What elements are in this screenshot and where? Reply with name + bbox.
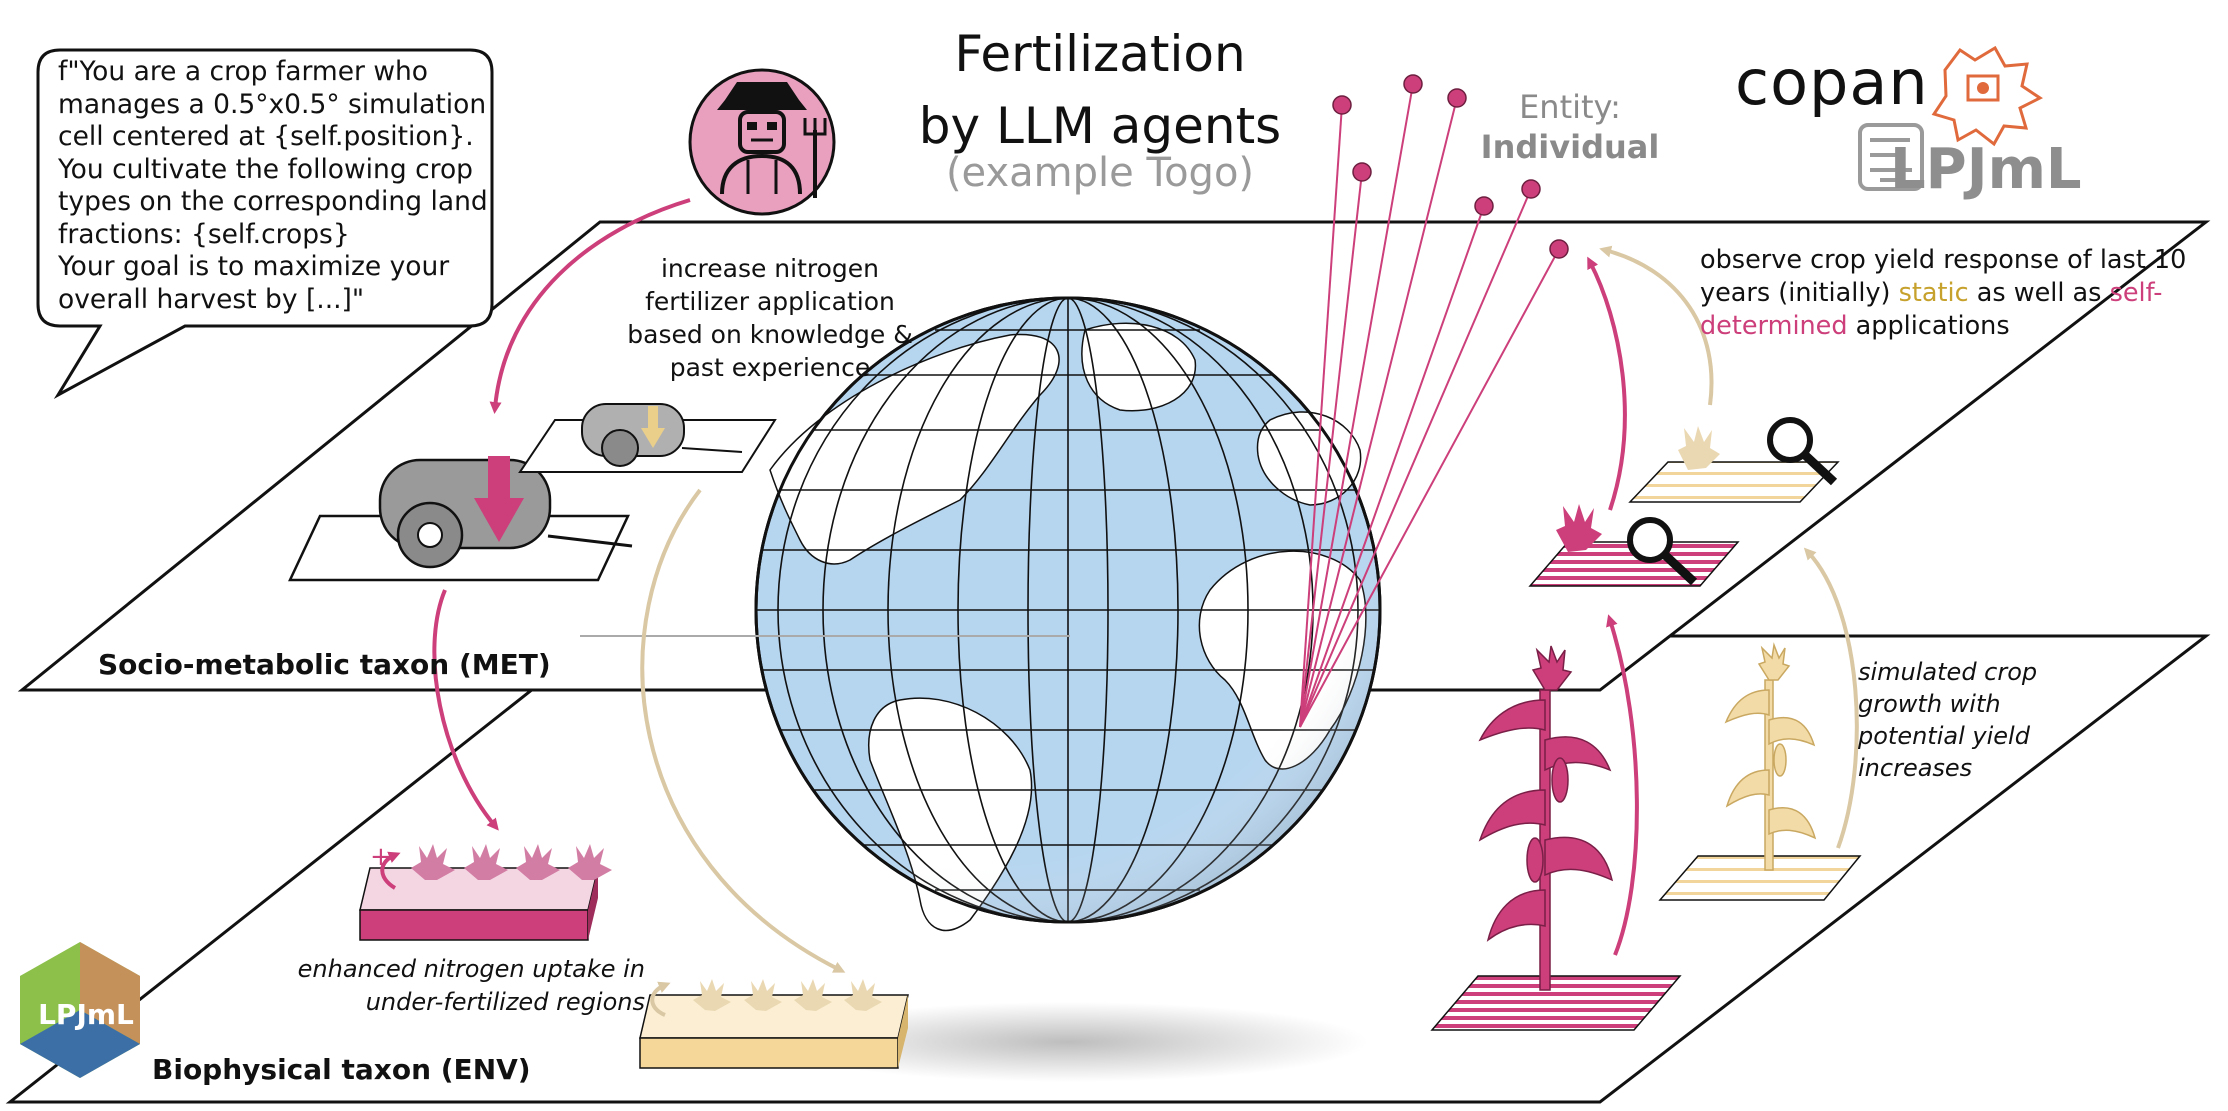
sprouts-beige: [693, 979, 882, 1011]
simulation-note: simulated crop growth with potential yie…: [1858, 658, 2038, 782]
env-layer-label: Biophysical taxon (ENV): [152, 1053, 531, 1086]
fertilizer-tank-small-icon: [518, 403, 777, 473]
met-layer-label: Socio-metabolic taxon (MET): [98, 648, 551, 681]
farmer-icon: [688, 68, 836, 216]
prompt-speech-bubble: [36, 48, 494, 399]
globe-icon: [754, 296, 1382, 1082]
magnifier-icon: [1627, 417, 1838, 586]
maize-plant-icon-beige: [1724, 642, 1817, 871]
observation-self-word: self-determined: [1700, 278, 2163, 341]
observation-text: observe crop yield response of last 10 y…: [1700, 244, 2220, 343]
agent-action-text: increase nitrogen fertilizer application…: [627, 254, 913, 382]
title-line-2: by LLM agents: [918, 97, 1282, 155]
observation-middle: as well as: [1968, 278, 2110, 308]
crop-tile-beige-top: [1628, 426, 1840, 503]
sprouts-pink: [411, 844, 612, 880]
diagram-subtitle: (example Togo): [945, 150, 1255, 196]
uptake-note: enhanced nitrogen uptake in under-fertil…: [297, 955, 645, 1016]
copan-logo-icon: [1931, 45, 2043, 147]
prompt-text: f"You are a crop farmer who manages a 0.…: [58, 56, 488, 315]
lpjml-hex-logo: [20, 942, 140, 1078]
fertilizer-tank-large-icon: [288, 456, 633, 582]
title-line-1: Fertilization: [954, 25, 1246, 83]
agent-pin-heads: [1332, 74, 1569, 259]
diagram-title: Fertilization by LLM agents: [900, 18, 1300, 162]
lpjml-logo-icon: [1858, 123, 1924, 191]
entity-label: Entity:: [1519, 88, 1621, 126]
agent-pins: [1299, 83, 1560, 728]
observation-static-word: static: [1898, 278, 1969, 308]
crop-tile-pink-bottom: [1430, 975, 1682, 1031]
entity-value: Individual: [1480, 128, 1660, 166]
observation-prefix: observe crop yield response of last 10 y…: [1700, 245, 2187, 308]
soil-slab-pink: [359, 867, 599, 941]
plus-sign: +: [370, 842, 392, 872]
arrows-beige: [640, 245, 1859, 1017]
arrows-magenta: [380, 198, 1639, 956]
observation-suffix: applications: [1847, 311, 2010, 341]
lpjml-logo-text: LPJmL: [1890, 137, 2082, 202]
lpjml-hex-text: LPJmL: [38, 998, 134, 1031]
copan-logo-text: copan: [1735, 46, 1929, 119]
crop-tile-beige-bottom: [1658, 855, 1862, 901]
maize-plant-icon: [1478, 645, 1614, 991]
